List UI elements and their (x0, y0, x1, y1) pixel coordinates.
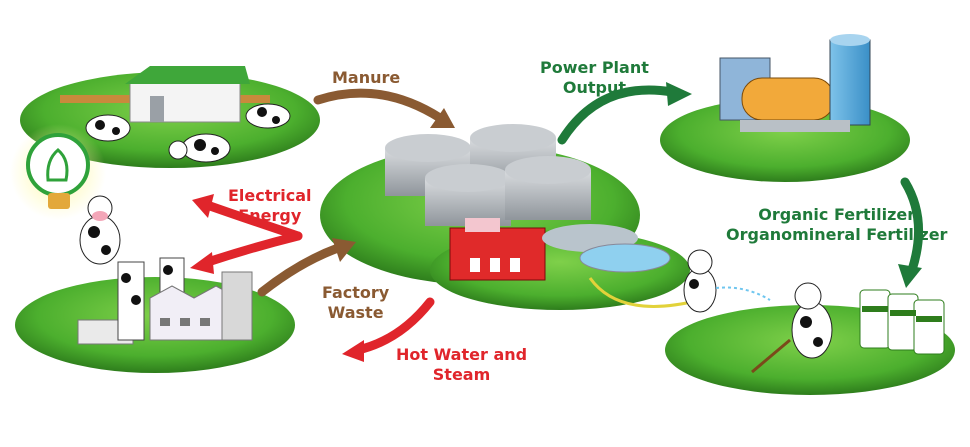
cow-mascot-bulb (79, 195, 121, 265)
power-generator-icon (719, 34, 871, 132)
label-fertilizer: Organic Fertilizer Organomineral Fertili… (726, 205, 947, 245)
arrow-manure (313, 88, 455, 128)
arrow-fertilizer (898, 177, 924, 288)
label-hot-water-steam: Hot Water and Steam (396, 345, 527, 385)
arrow-factory-waste (257, 238, 356, 297)
label-factory-line1: Factory (322, 283, 390, 302)
label-power-plant-output: Power Plant Output (540, 58, 649, 98)
cow-mascot-fertilizer (751, 282, 833, 374)
fertilizer-bag-icon (859, 289, 945, 355)
label-power-line1: Power Plant (540, 58, 649, 77)
label-fert-line1: Organic Fertilizer (758, 205, 916, 224)
label-energy-line1: Electrical (228, 186, 312, 205)
arrow-hot-water (342, 297, 435, 362)
water-tank-icon (542, 224, 701, 308)
label-manure: Manure (332, 68, 400, 88)
factory-icon (77, 257, 253, 345)
label-electrical-energy: Electrical Energy (228, 186, 312, 226)
label-power-line2: Output (562, 78, 626, 97)
barn-icon (60, 66, 270, 123)
label-factory-waste: Factory Waste (322, 283, 389, 323)
arrow-power-output (557, 82, 692, 145)
cow-mascot-hose (683, 249, 771, 313)
label-factory-line2: Waste (327, 303, 384, 322)
cow-icon (85, 103, 291, 163)
label-manure-text: Manure (332, 68, 401, 87)
label-heat-line2: Steam (432, 365, 491, 384)
lightbulb-icon (10, 124, 106, 220)
label-energy-line2: Energy (238, 206, 302, 225)
label-heat-line1: Hot Water and (396, 345, 528, 364)
red-generator-building (449, 218, 546, 281)
label-fert-line2: Organomineral Fertilizer (726, 225, 948, 244)
arrow-electrical-energy (190, 194, 303, 274)
